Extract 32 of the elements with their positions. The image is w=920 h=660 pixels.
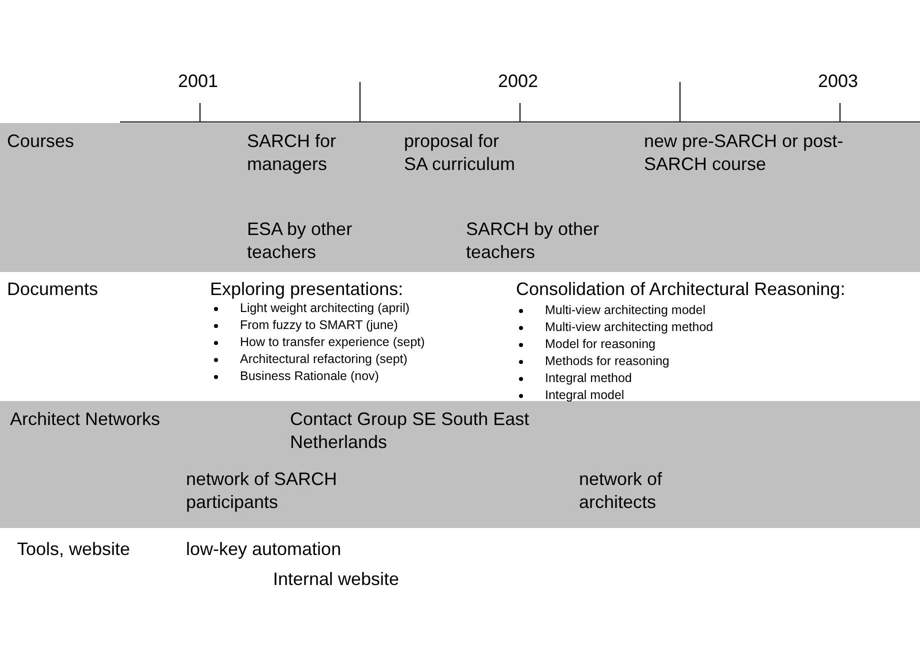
list-item: Multi-view architecting model: [545, 302, 706, 319]
timeline-item: Internal website: [273, 568, 400, 591]
timeline-item: network of architects: [579, 468, 664, 514]
list-item: Integral model: [545, 387, 624, 404]
list-item: How to transfer experience (sept): [240, 334, 425, 351]
year-label: 2003: [818, 70, 860, 93]
list-item: Model for reasoning: [545, 336, 656, 353]
list-heading: Exploring presentations:: [210, 278, 404, 301]
lane-title: Architect Networks: [10, 408, 162, 431]
timeline-item: Contact Group SE South East Netherlands: [290, 408, 530, 454]
timeline-item: SARCH for managers: [247, 130, 338, 176]
timeline-item: proposal for SA curriculum: [404, 130, 516, 176]
timeline-item: SARCH by other teachers: [466, 218, 600, 264]
timeline-item: network of SARCH participants: [186, 468, 338, 514]
list-item: Methods for reasoning: [545, 353, 670, 370]
list-item: Architectural refactoring (sept): [240, 351, 408, 368]
lane-title: Courses: [7, 130, 76, 153]
lane-band: [0, 123, 920, 272]
list-item: From fuzzy to SMART (june): [240, 317, 398, 334]
list-item: Integral method: [545, 370, 632, 387]
list-item: Light weight architecting (april): [240, 300, 410, 317]
list-item: Multi-view architecting method: [545, 319, 714, 336]
lane-title: Documents: [7, 278, 100, 301]
year-label: 2001: [178, 70, 220, 93]
lane-title: Tools, website: [17, 538, 132, 561]
list-heading: Consolidation of Architectural Reasoning:: [516, 278, 846, 301]
lane-band: [0, 401, 920, 528]
year-label: 2002: [498, 70, 540, 93]
timeline-item: new pre-SARCH or post-SARCH course: [644, 130, 844, 176]
list-item: Business Rationale (nov): [240, 368, 379, 385]
timeline-item: low-key automation: [186, 538, 342, 561]
timeline-item: ESA by other teachers: [247, 218, 354, 264]
